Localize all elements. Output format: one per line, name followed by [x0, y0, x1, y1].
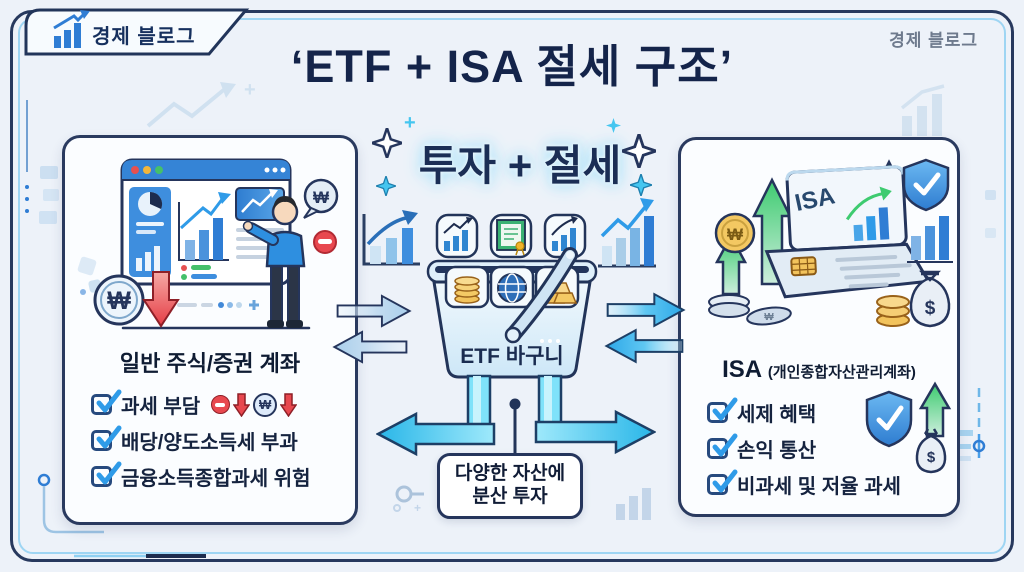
checkbox-icon: [91, 389, 122, 415]
person-illustration: [242, 196, 306, 328]
deco-square: [40, 166, 58, 179]
asset-tile-chart-icon: [435, 213, 479, 259]
deco-square: [985, 190, 996, 200]
svg-text:₩: ₩: [727, 225, 744, 244]
sparkle-icon: [376, 176, 396, 196]
sparkle-icon: [606, 118, 621, 133]
tax-burden-icons: ₩: [211, 392, 298, 417]
benefit-icons-cluster: $: [865, 381, 952, 474]
won-speech-bubble-icon: ₩: [303, 178, 339, 219]
logo-text: 경제 블로그: [92, 26, 196, 48]
hero-headline: 투자 + 절세: [418, 142, 622, 189]
money-bag-icon: $: [909, 270, 951, 328]
bar-chart-icon: [907, 216, 953, 263]
left-check-item-3: 금융소득종합과세 위험: [91, 461, 311, 491]
svg-text:₩: ₩: [107, 287, 131, 315]
up-arrow-green-icon: [918, 381, 952, 438]
etf-basket-illustration: ETF 바구니: [426, 213, 598, 379]
deco-square: [43, 189, 59, 201]
flow-arrow-basket-to-isa: [606, 292, 686, 328]
minus-badge-icon: [211, 395, 231, 414]
right-panel-heading: ISA (개인종합자산관리계좌): [722, 356, 916, 383]
svg-text:$: $: [927, 449, 936, 466]
checkbox-icon: [91, 461, 122, 487]
diversification-callout: 다양한 자산에 분산 투자: [437, 453, 583, 519]
left-check-item-1: 과세 부담 ₩: [91, 389, 298, 419]
deco-square: [985, 228, 996, 238]
isa-illustration: ₩ ISA: [708, 158, 953, 328]
flow-arrow-isa-to-basket: [604, 328, 684, 364]
checkbox-icon: [91, 425, 122, 451]
branch-arrow-left: [376, 411, 496, 457]
flow-arrow-left-to-basket: [336, 294, 412, 328]
basket-handle: [504, 247, 578, 344]
right-check-item-1: 세제 혜택: [707, 397, 816, 427]
branch-arrow-right: [534, 409, 656, 455]
gold-won-coin-icon: ₩: [714, 212, 756, 254]
isa-laptop-illustration: ISA: [764, 165, 932, 299]
flow-arrow-basket-to-left: [332, 330, 408, 364]
basket-coins-icon: [444, 265, 490, 309]
logo-badge: [24, 8, 250, 56]
svg-text:+: +: [414, 501, 421, 514]
down-arrow-red-icon: [280, 392, 298, 417]
shield-check-icon: [865, 390, 913, 448]
checkbox-icon: [707, 433, 738, 459]
faint-key-icon: +: [393, 485, 424, 514]
basket-globe-icon: [489, 265, 535, 309]
svg-text:₩: ₩: [313, 188, 330, 207]
stock-account-illustration: ₩ ₩: [77, 158, 339, 330]
distribution-arrows: [376, 374, 656, 457]
gold-coin-stack-icon: [876, 295, 910, 327]
dashboard-window-illustration: [120, 158, 292, 286]
deco-square: [39, 211, 57, 224]
minus-badge-icon: [313, 230, 337, 254]
svg-text:$: $: [925, 298, 936, 319]
shield-check-icon: [902, 158, 950, 212]
right-check-item-3: 비과세 및 저율 과세: [707, 469, 901, 499]
checkbox-icon: [707, 469, 738, 495]
left-edge-dot: [25, 185, 29, 189]
left-edge-dot: [25, 209, 29, 213]
faint-bar-chart: [616, 488, 651, 520]
right-check-item-2: 손익 통산: [707, 433, 816, 463]
logo-chart-icon: [53, 10, 90, 48]
down-arrow-red-icon: [142, 271, 180, 328]
asset-tile-certificate-icon: [489, 213, 533, 259]
left-check-item-2: 배당/양도소득세 부과: [91, 425, 298, 455]
won-coin-icon: ₩: [93, 274, 145, 326]
growth-chart-right-icon: [598, 198, 656, 268]
plus-sparkle: +: [404, 112, 416, 134]
checkbox-icon: [707, 397, 738, 423]
left-panel-heading: 일반 주식/증권 계좌: [119, 351, 301, 376]
money-bag-icon: $: [915, 428, 947, 474]
left-edge-line: [26, 100, 28, 172]
watermark-text: 경제 블로그: [889, 31, 978, 50]
basket-label: ETF 바구니: [460, 345, 563, 368]
right-panel-isa-account: ₩ ISA: [678, 137, 960, 517]
svg-text:₩: ₩: [764, 312, 774, 323]
page-title: ‘ETF + ISA 절세 구조’: [290, 41, 734, 92]
growth-chart-left-icon: [362, 210, 420, 266]
left-panel-stock-account: ₩ ₩ 일반 주식/증권 계좌 과세 부담 ₩: [62, 135, 358, 525]
left-edge-dot: [25, 197, 29, 201]
down-arrow-red-icon: [233, 392, 251, 417]
silver-coins-icon: ₩: [708, 294, 792, 326]
won-coin-icon: ₩: [253, 392, 278, 417]
